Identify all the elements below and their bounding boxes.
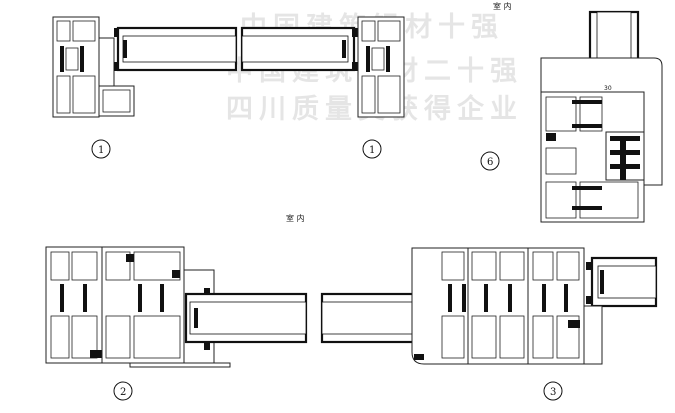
frame-profile [527,247,585,365]
thermal-break-strip [542,284,580,328]
detail-number: 1 [98,145,104,156]
section-detail-3: 3 [320,247,658,401]
insulated-glass-unit [240,26,356,72]
detail-number-circle [480,151,500,171]
thermal-break-strip [484,284,512,312]
mullion-profile [467,247,529,365]
detail-number-circle [362,139,382,159]
thermal-break-strip [60,46,84,72]
seal-gasket [546,133,556,141]
detail-number: 2 [120,387,126,398]
detail-number-circle [543,381,563,401]
glazing-gasket [586,262,594,270]
indoor-label-middle: 室 内 [286,213,305,223]
detail-number: 6 [487,157,493,168]
indoor-label-top: 室 内 [493,1,512,11]
insulated-glass-unit [184,292,308,344]
dimension-label: 30 [604,85,612,92]
thermal-break-strip [572,100,602,210]
section-detail-1-left: 1 [52,16,238,159]
thermal-break-strip [126,254,180,312]
frame-profile [357,16,405,118]
detail-number-circle [113,381,133,401]
outer-frame-profile [45,246,103,364]
section-detail-1-right: 1 [240,16,405,159]
detail-number-circle [91,139,111,159]
thermal-break-strip [60,284,87,312]
detail-number: 3 [550,387,556,398]
detail-number: 1 [369,145,375,156]
insulated-glass-unit [590,256,658,308]
sash-profile [411,247,469,365]
section-detail-6: 30 6 [480,10,663,223]
insulated-glass-unit [116,26,238,72]
outer-frame-profile [52,16,100,118]
glazing-gasket [352,28,358,37]
hardware-block [605,131,645,181]
thermal-break-strip [366,46,390,72]
section-detail-2: 2 [45,246,308,401]
thermal-break-strip [414,284,466,360]
sash-profile [101,246,185,364]
